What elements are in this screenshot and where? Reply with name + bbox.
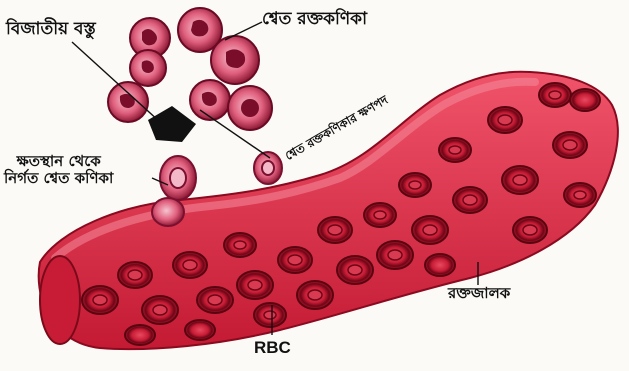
foreign-body-label: বিজাতীয় বস্তু xyxy=(6,20,96,40)
foreign-body xyxy=(148,106,196,142)
rbc-label: RBC xyxy=(254,338,291,358)
rbc-cell xyxy=(570,89,600,111)
exiting-wbc-label: ক্ষতস্থান থেকে নির্গত শ্বেত কণিকা xyxy=(4,153,113,188)
white-blood-cells-label: শ্বেত রক্তকণিকা xyxy=(262,10,367,30)
rbc-cell xyxy=(425,254,455,276)
capillary-opening xyxy=(40,256,80,344)
rbc-cell xyxy=(185,320,215,340)
exiting-wbc xyxy=(152,198,184,226)
capillary-label: রক্তজালক xyxy=(448,285,510,302)
exiting-wbc-label-line2: নির্গত শ্বেত কণিকা xyxy=(4,170,113,187)
rbc-cell xyxy=(125,325,155,345)
exiting-wbc-label-line1: ক্ষতস্থান থেকে xyxy=(4,153,113,170)
